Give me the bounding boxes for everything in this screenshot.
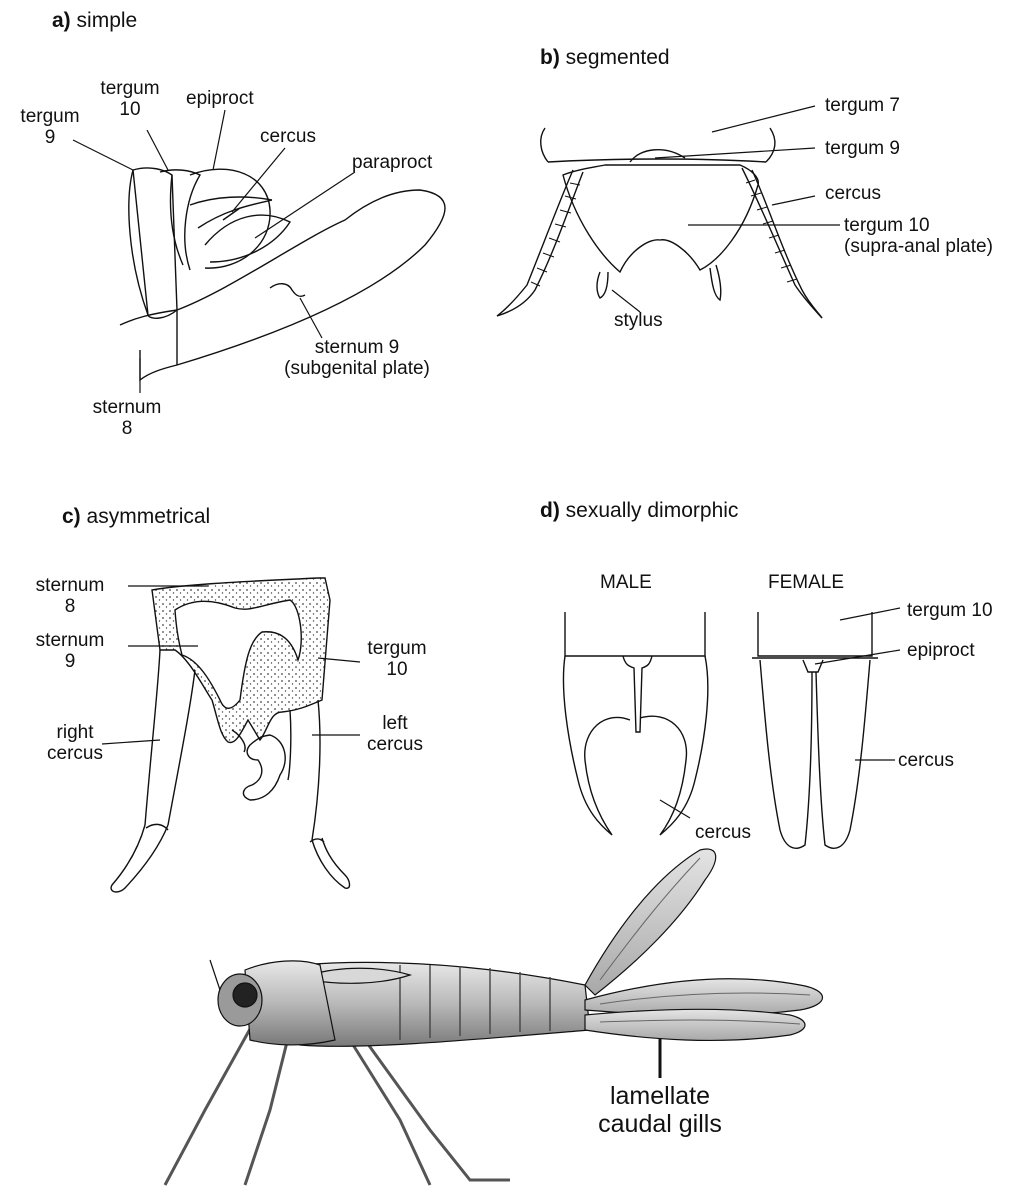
label-d-epiproct: epiproct <box>907 640 975 661</box>
panel-c-letter: c) <box>62 505 81 528</box>
panel-a-title: a) simple <box>52 10 137 31</box>
panel-b-title-text: segmented <box>566 46 670 69</box>
panel-c-title-text: asymmetrical <box>87 505 211 528</box>
label-a-paraproct: paraproct <box>352 152 432 173</box>
panel-a-letter: a) <box>52 9 71 32</box>
panel-d-letter: d) <box>540 499 560 522</box>
panel-b-cercus-segments <box>531 180 797 286</box>
panel-d-title-text: sexually dimorphic <box>566 499 739 522</box>
panel-b-letter: b) <box>540 46 560 69</box>
panel-d-male <box>563 612 707 835</box>
panel-d-leaders <box>660 608 900 818</box>
panel-b-title: b) segmented <box>540 47 670 68</box>
label-b-tergum10: tergum 10(supra-anal plate) <box>844 215 993 257</box>
label-d-cercus-female: cercus <box>898 750 954 771</box>
panel-e-nymph <box>165 849 823 1185</box>
label-d-female: FEMALE <box>768 572 844 593</box>
label-a-epiproct: epiproct <box>186 88 254 109</box>
label-d-tergum10: tergum 10 <box>907 600 993 621</box>
label-b-cercus: cercus <box>825 183 881 204</box>
label-d-cercus-male: cercus <box>695 822 751 843</box>
label-b-stylus: stylus <box>614 310 663 331</box>
panel-b-leaders <box>612 106 840 312</box>
panel-d-title: d) sexually dimorphic <box>540 500 738 521</box>
label-d-male: MALE <box>600 572 652 593</box>
label-a-cercus: cercus <box>260 126 316 147</box>
panel-a-title-text: simple <box>77 9 138 32</box>
panel-b-drawing <box>497 128 822 318</box>
label-b-tergum7: tergum 7 <box>825 95 900 116</box>
label-a-sternum9: sternum 9(subgenital plate) <box>284 337 430 379</box>
panel-c-title: c) asymmetrical <box>62 506 210 527</box>
panel-d-female <box>752 612 878 848</box>
label-b-tergum9: tergum 9 <box>825 138 900 159</box>
